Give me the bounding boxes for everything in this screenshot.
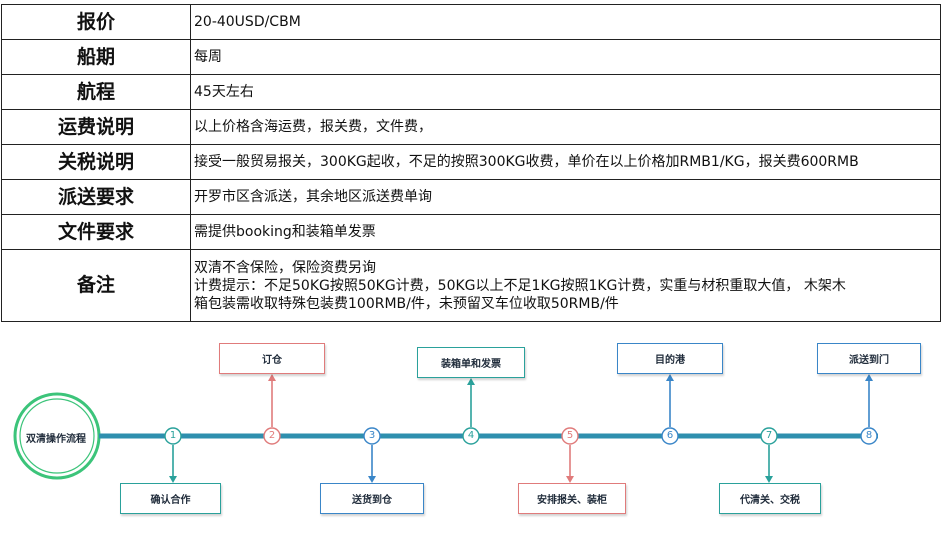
step-box: 装箱单和发票 bbox=[417, 347, 525, 378]
step-node-circle bbox=[860, 427, 878, 445]
row-value: 接受一般贸易报关，300KG起收，不足的按照300KG收费，单价在以上价格加RM… bbox=[190, 144, 941, 180]
step-box: 派送到门 bbox=[817, 343, 921, 374]
row-label: 关税说明 bbox=[1, 144, 191, 180]
flow-lines bbox=[13, 374, 878, 483]
step-box: 订仓 bbox=[219, 343, 325, 374]
arrow-icon bbox=[268, 374, 276, 381]
notes-line: 双清不含保险，保险资费另询 bbox=[194, 259, 376, 276]
step-node-circle bbox=[164, 427, 182, 445]
row-label: 船期 bbox=[1, 39, 191, 75]
row-label: 文件要求 bbox=[1, 214, 191, 250]
row-value: 每周 bbox=[190, 39, 941, 75]
step-box: 送货到仓 bbox=[320, 483, 424, 514]
arrow-icon bbox=[765, 476, 773, 483]
table-row: 派送要求 开罗市区含派送，其余地区派送费单询 bbox=[1, 179, 941, 215]
row-value: 开罗市区含派送，其余地区派送费单询 bbox=[190, 179, 941, 215]
row-value: 20-40USD/CBM bbox=[190, 4, 941, 40]
arrow-icon bbox=[368, 476, 376, 483]
step-number: 8 bbox=[865, 430, 873, 441]
flow-start-label: 双清操作流程 bbox=[26, 434, 86, 445]
step-number: 3 bbox=[368, 430, 376, 441]
step-node-circle bbox=[462, 427, 480, 445]
notes-line: 计费提示：不足50KG按照50KG计费，50KG以上不足1KG按照1KG计费，实… bbox=[194, 277, 846, 294]
arrow-icon bbox=[566, 476, 574, 483]
arrow-icon bbox=[666, 374, 674, 381]
notes-row: 备注 双清不含保险，保险资费另询 计费提示：不足50KG按照50KG计费，50K… bbox=[1, 249, 941, 322]
row-value: 以上价格含海运费，报关费，文件费， bbox=[190, 109, 941, 145]
step-number: 1 bbox=[169, 430, 177, 441]
row-label: 运费说明 bbox=[1, 109, 191, 145]
step-node-circle bbox=[760, 427, 778, 445]
table-row: 文件要求 需提供booking和装箱单发票 bbox=[1, 214, 941, 250]
step-node-circle bbox=[263, 427, 281, 445]
row-label: 航程 bbox=[1, 74, 191, 110]
shipping-info-table: 报价 20-40USD/CBM 船期 每周 航程 45天左右 运费说明 以上价格… bbox=[1, 4, 941, 322]
step-box: 目的港 bbox=[617, 343, 723, 374]
table-row: 运费说明 以上价格含海运费，报关费，文件费， bbox=[1, 109, 941, 145]
step-number: 4 bbox=[467, 430, 475, 441]
row-label: 派送要求 bbox=[1, 179, 191, 215]
row-value: 需提供booking和装箱单发票 bbox=[190, 214, 941, 250]
row-label: 报价 bbox=[1, 4, 191, 40]
arrow-icon bbox=[865, 374, 873, 381]
step-number: 5 bbox=[566, 430, 574, 441]
start-circle-inner bbox=[19, 398, 95, 474]
table-row: 关税说明 接受一般贸易报关，300KG起收，不足的按照300KG收费，单价在以上… bbox=[1, 144, 941, 180]
process-flow-diagram: 双清操作流程 1 确认合作 2 订仓 3 送货到仓 4 装箱单和发票 5 安排报关、装柜 6 目的港 7… bbox=[0, 333, 941, 549]
step-node-circle bbox=[661, 427, 679, 445]
step-box: 代清关、交税 bbox=[719, 483, 821, 514]
step-number: 2 bbox=[268, 430, 276, 441]
row-value: 45天左右 bbox=[190, 74, 941, 110]
step-box: 安排报关、装柜 bbox=[518, 483, 626, 514]
table-row: 船期 每周 bbox=[1, 39, 941, 75]
notes-line: 箱包装需收取特殊包装费100RMB/件，未预留叉车位收取50RMB/件 bbox=[194, 295, 619, 312]
arrow-icon bbox=[169, 476, 177, 483]
step-box: 确认合作 bbox=[120, 483, 221, 514]
step-number: 6 bbox=[666, 430, 674, 441]
arrow-icon bbox=[467, 378, 475, 385]
table-row: 航程 45天左右 bbox=[1, 74, 941, 110]
step-number: 7 bbox=[765, 430, 773, 441]
notes-label: 备注 bbox=[1, 249, 191, 322]
step-node-circle bbox=[363, 427, 381, 445]
notes-value: 双清不含保险，保险资费另询 计费提示：不足50KG按照50KG计费，50KG以上… bbox=[190, 249, 941, 322]
table-row: 报价 20-40USD/CBM bbox=[1, 4, 941, 40]
step-node-circle bbox=[561, 427, 579, 445]
